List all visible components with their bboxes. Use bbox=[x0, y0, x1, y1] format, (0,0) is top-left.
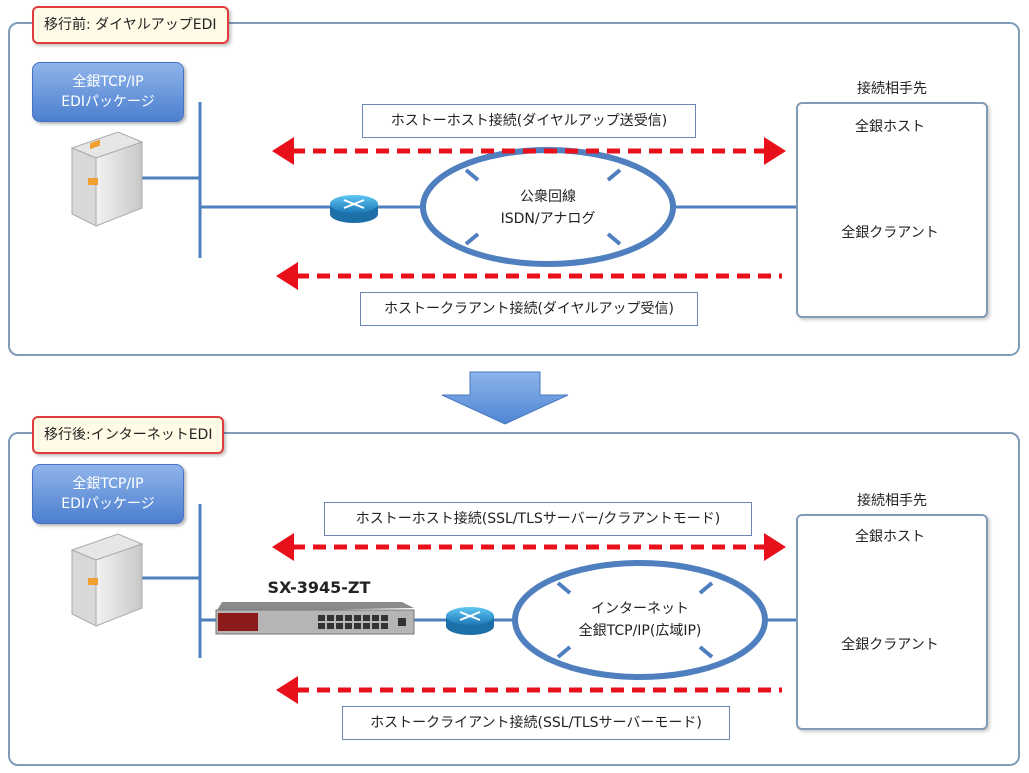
server-led bbox=[88, 578, 98, 585]
router-icon bbox=[446, 607, 494, 635]
router-icon bbox=[330, 195, 378, 223]
after-network-label: インターネット 全銀TCP/IP(広域IP) bbox=[560, 598, 720, 642]
after-partner-host: 全銀ホスト bbox=[855, 529, 925, 545]
server-icon bbox=[70, 131, 144, 227]
package-line-1: 全銀TCP/IP bbox=[72, 476, 144, 492]
after-client-link-label: ホストークライアント接続(SSL/TLSサーバーモード) bbox=[342, 706, 730, 740]
server-led bbox=[88, 178, 98, 185]
before-partner-title: 接続相手先 bbox=[857, 81, 927, 97]
server-icon bbox=[70, 533, 144, 627]
after-edi-package: 全銀TCP/IP EDIパッケージ bbox=[32, 464, 184, 524]
before-partner-client: 全銀クラアント bbox=[841, 225, 939, 241]
switch-device-icon bbox=[215, 602, 415, 635]
network-line-2: ISDN/アナログ bbox=[500, 211, 596, 227]
network-line-2: 全銀TCP/IP(広域IP) bbox=[578, 623, 702, 639]
after-title: 移行後:インターネットEDI bbox=[32, 416, 225, 454]
package-line-2: EDIパッケージ bbox=[61, 496, 155, 512]
before-host-link-label: ホストーホスト接続(ダイヤルアップ送受信) bbox=[362, 104, 696, 138]
before-edi-package: 全銀TCP/IP EDIパッケージ bbox=[32, 62, 184, 122]
network-line-1: インターネット bbox=[591, 601, 689, 617]
down-arrow-icon bbox=[441, 371, 569, 425]
after-partner-client: 全銀クラアント bbox=[841, 637, 939, 653]
before-title: 移行前: ダイヤルアップEDI bbox=[32, 6, 229, 44]
before-network-label: 公衆回線 ISDN/アナログ bbox=[478, 186, 618, 230]
before-partner-box bbox=[796, 102, 988, 318]
after-partner-box bbox=[796, 514, 988, 730]
before-client-link-label: ホストークラアント接続(ダイヤルアップ受信) bbox=[360, 292, 698, 326]
package-line-2: EDIパッケージ bbox=[61, 94, 155, 110]
package-line-1: 全銀TCP/IP bbox=[72, 74, 144, 90]
before-partner-host: 全銀ホスト bbox=[855, 119, 925, 135]
after-host-link-label: ホストーホスト接続(SSL/TLSサーバー/クラアントモード) bbox=[324, 502, 752, 536]
device-model-label: SX-3945-ZT bbox=[267, 578, 371, 597]
after-partner-title: 接続相手先 bbox=[857, 493, 927, 509]
network-line-1: 公衆回線 bbox=[520, 189, 576, 205]
